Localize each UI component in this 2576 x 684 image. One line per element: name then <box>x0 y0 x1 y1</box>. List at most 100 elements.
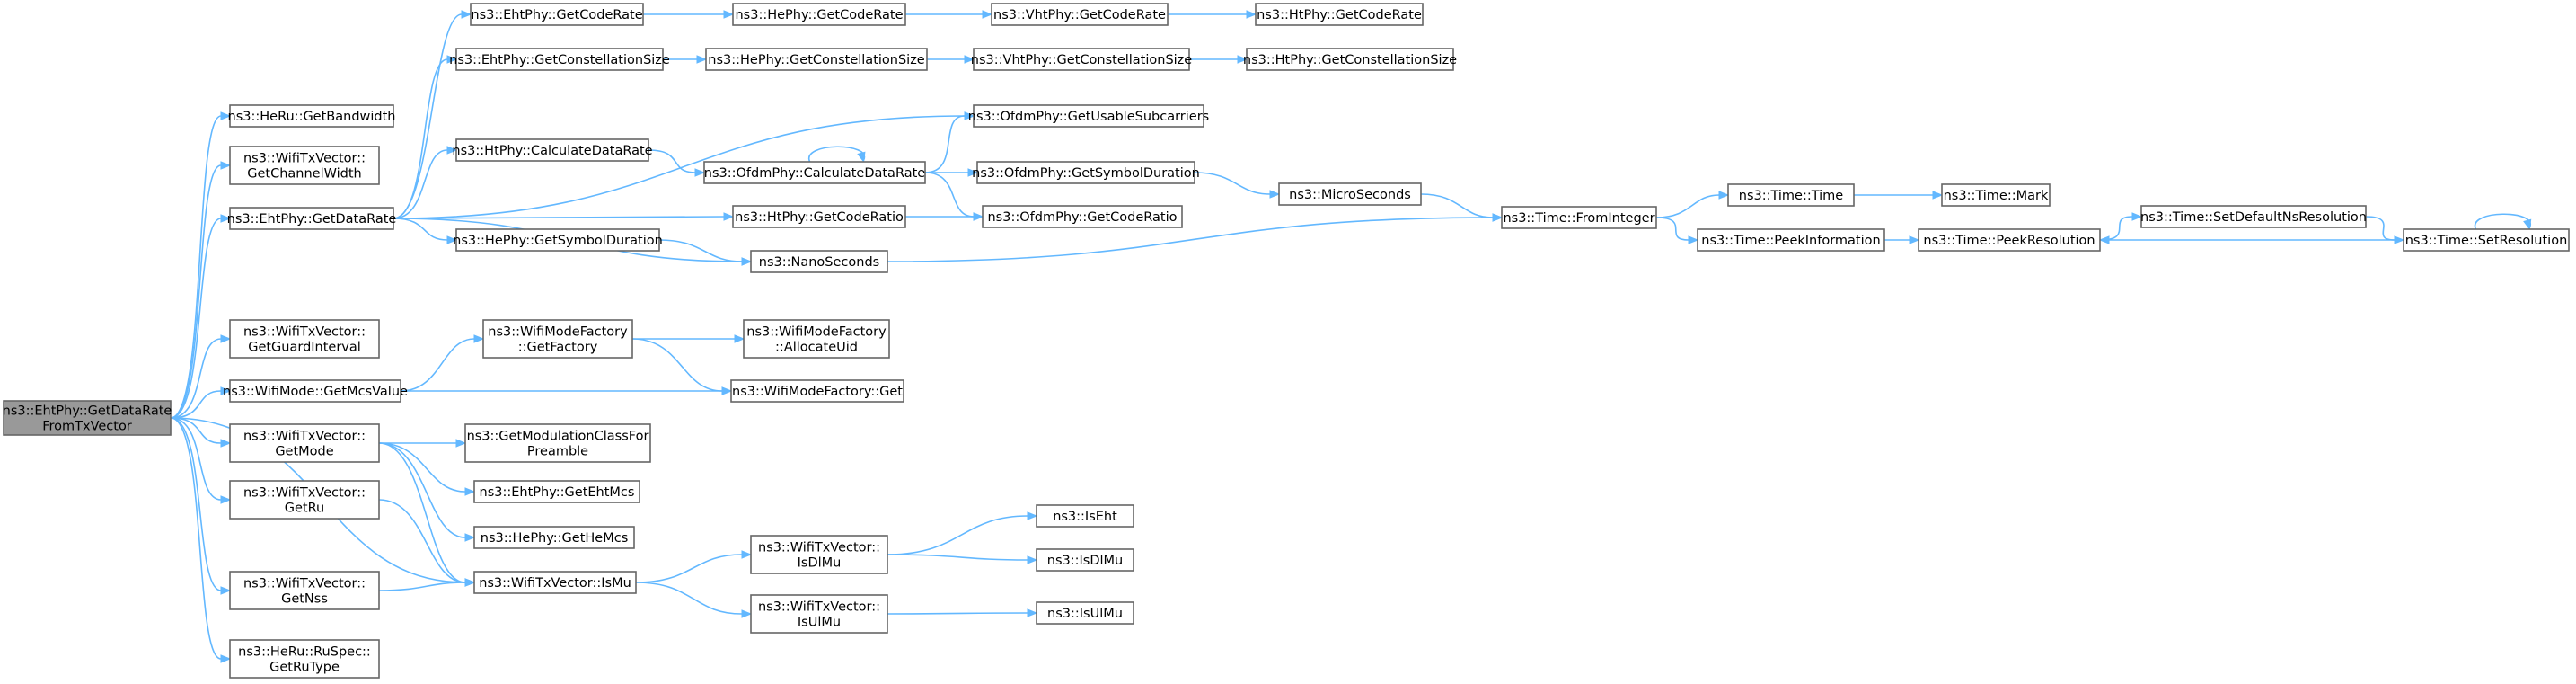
edges-layer <box>170 10 2532 663</box>
node-ns3-ofdmphy-getcoderatio[interactable]: ns3::OfdmPhy::GetCodeRatio <box>982 205 1183 228</box>
arrowhead-icon <box>967 168 979 177</box>
edge-line <box>170 218 222 419</box>
node-ns3-hephy-getconstellationsize[interactable]: ns3::HePhy::GetConstellationSize <box>705 48 928 71</box>
edge-line <box>658 239 743 262</box>
node-ns3-htphy-calculatedatarate[interactable]: ns3::HtPhy::CalculateDataRate <box>452 138 653 162</box>
edge-line <box>393 218 448 241</box>
node-label: ns3::EhtPhy::GetEhtMcs <box>480 485 635 500</box>
edge-line <box>393 58 448 219</box>
edge-line <box>635 554 743 583</box>
node-ns3-ehtphy-getconstellationsize[interactable]: ns3::EhtPhy::GetConstellationSize <box>449 48 670 71</box>
node-ns3-ehtphy-getcoderate[interactable]: ns3::EhtPhy::GetCodeRate <box>470 3 644 26</box>
node-box <box>470 3 644 26</box>
node-label: GetRuType <box>269 661 340 675</box>
node-ns3-ehtphy-getehtmcs[interactable]: ns3::EhtPhy::GetEhtMcs <box>473 480 640 503</box>
node-box <box>743 319 890 359</box>
node-ns3-wifitxvector-getru[interactable]: ns3::WifiTxVector::GetRu <box>229 480 380 520</box>
node-ns3-wifimodefactory-get[interactable]: ns3::WifiModeFactory::Get <box>730 379 904 403</box>
node-box <box>1246 48 1454 71</box>
node-box <box>229 207 394 230</box>
node-label: GetNss <box>281 592 328 607</box>
arrowhead-icon <box>741 257 753 266</box>
edge-root-to-heru_bw <box>170 111 232 419</box>
node-ns3-heru-getbandwidth[interactable]: ns3::HeRu::GetBandwidth <box>228 104 396 128</box>
node-ns3-wifitxvector-getmode[interactable]: ns3::WifiTxVector::GetMode <box>229 423 380 463</box>
node-ns3-hephy-getcoderate[interactable]: ns3::HePhy::GetCodeRate <box>732 3 906 26</box>
node-label: ns3::NanoSeconds <box>759 255 879 270</box>
node-ns3-isdlmu[interactable]: ns3::IsDlMu <box>1036 548 1134 572</box>
node-ns3-htphy-getcoderatio[interactable]: ns3::HtPhy::GetCodeRatio <box>732 205 906 228</box>
node-ns3-ofdmphy-getsymbolduration[interactable]: ns3::OfdmPhy::GetSymbolDuration <box>972 161 1200 184</box>
edge-line <box>170 417 222 591</box>
arrowhead-icon <box>1027 555 1038 564</box>
node-box <box>229 571 380 610</box>
edge-peekres-to-setdef <box>2099 212 2143 241</box>
node-ns3-time-peekinformation[interactable]: ns3::Time::PeekInformation <box>1697 228 1885 252</box>
arrowhead-icon <box>964 111 975 120</box>
node-ns3-wifitxvector-getguardinterval[interactable]: ns3::WifiTxVector::GetGuardInterval <box>229 319 380 359</box>
node-ns3-nanoseconds[interactable]: ns3::NanoSeconds <box>750 250 888 273</box>
edge-tx_ismu-to-tx_isul <box>635 582 753 618</box>
node-ns3-time-frominteger[interactable]: ns3::Time::FromInteger <box>1501 206 1657 229</box>
node-ns3-wifimode-getmcsvalue[interactable]: ns3::WifiMode::GetMcsValue <box>223 379 408 403</box>
node-box <box>229 480 380 520</box>
node-label: ns3::WifiTxVector:: <box>243 486 366 501</box>
node-label: ns3::Time::PeekResolution <box>1923 234 2095 248</box>
node-ns3-ofdmphy-getusablesubcarriers[interactable]: ns3::OfdmPhy::GetUsableSubcarriers <box>968 104 1209 128</box>
edge-root-to-tx_nss <box>170 417 232 595</box>
node-ns3-hephy-gethemcs[interactable]: ns3::HePhy::GetHeMcs <box>473 526 635 549</box>
node-box <box>229 319 380 359</box>
node-label: ns3::IsUlMu <box>1047 607 1123 621</box>
edge-wm_mcs-to-wmf_gf <box>400 334 485 392</box>
node-ns3-heru-ruspec-getrutype[interactable]: ns3::HeRu::RuSpec::GetRuType <box>229 639 380 679</box>
node-ns3-vhtphy-getcoderate[interactable]: ns3::VhtPhy::GetCodeRate <box>991 3 1169 26</box>
arrowhead-icon <box>734 334 745 343</box>
node-ns3-wifitxvector-ismu[interactable]: ns3::WifiTxVector::IsMu <box>473 571 637 594</box>
edge-line <box>378 442 466 583</box>
node-ns3-time-peekresolution[interactable]: ns3::Time::PeekResolution <box>1918 228 2101 252</box>
node-box <box>976 161 1195 184</box>
node-ns3-htphy-getcoderate[interactable]: ns3::HtPhy::GetCodeRate <box>1255 3 1424 26</box>
node-ns3-wifimodefactory-getfactory[interactable]: ns3::WifiModeFactory::GetFactory <box>482 319 633 359</box>
edge-tx_isul-to-isulmu <box>887 608 1038 617</box>
arrowhead-icon <box>464 533 476 542</box>
node-ns3-ehtphy-getdatarate[interactable]: ns3::EhtPhy::GetDataRate <box>227 207 397 230</box>
node-ns3-wifitxvector-isdlmu[interactable]: ns3::WifiTxVector::IsDlMu <box>750 535 888 574</box>
edge-line <box>631 338 723 392</box>
node-box <box>1501 206 1657 229</box>
arrowhead-icon <box>446 55 458 64</box>
edge-line <box>1420 193 1494 218</box>
edge-line <box>635 582 743 615</box>
arrowhead-icon <box>1237 55 1248 64</box>
edge-eht_dr-to-he_sd <box>393 218 458 244</box>
arrowhead-icon <box>473 334 485 343</box>
node-label: ns3::WifiModeFactory::Get <box>732 385 903 399</box>
arrowhead-icon <box>964 55 975 64</box>
edge-line <box>2365 216 2395 241</box>
node-ns3-iseht[interactable]: ns3::IsEht <box>1036 504 1134 528</box>
edge-line <box>393 216 725 219</box>
node-label: ns3::HtPhy::GetCodeRatio <box>735 210 904 225</box>
node-ns3-hephy-getsymbolduration[interactable]: ns3::HePhy::GetSymbolDuration <box>453 228 663 252</box>
node-ns3-ofdmphy-calculatedatarate[interactable]: ns3::OfdmPhy::CalculateDataRate <box>703 161 926 184</box>
node-ns3-wifimodefactory-allocateuid[interactable]: ns3::WifiModeFactory::AllocateUid <box>743 319 890 359</box>
node-box <box>732 3 906 26</box>
node-ns3-wifitxvector-getchannelwidth[interactable]: ns3::WifiTxVector::GetChannelWidth <box>229 146 380 185</box>
node-ns3-isulmu[interactable]: ns3::IsUlMu <box>1036 601 1134 625</box>
node-ns3-time-mark[interactable]: ns3::Time::Mark <box>1941 183 2051 207</box>
node-ns3-wifitxvector-isulmu[interactable]: ns3::WifiTxVector::IsUlMu <box>750 594 888 634</box>
node-ns3-htphy-getconstellationsize[interactable]: ns3::HtPhy::GetConstellationSize <box>1243 48 1457 71</box>
node-ns3-time-setresolution[interactable]: ns3::Time::SetResolution <box>2403 228 2570 252</box>
arrowhead-icon <box>1246 10 1257 19</box>
node-box <box>991 3 1169 26</box>
node-box <box>1036 601 1134 625</box>
node-ns3-time-time[interactable]: ns3::Time::Time <box>1727 183 1855 207</box>
node-ns3-vhtphy-getconstellationsize[interactable]: ns3::VhtPhy::GetConstellationSize <box>971 48 1193 71</box>
node-ns3-time-setdefaultnsresolution[interactable]: ns3::Time::SetDefaultNsResolution <box>2140 205 2367 228</box>
node-ns3-wifitxvector-getnss[interactable]: ns3::WifiTxVector::GetNss <box>229 571 380 610</box>
arrowhead-icon <box>741 550 753 559</box>
node-ns3-microseconds[interactable]: ns3::MicroSeconds <box>1278 182 1422 206</box>
edge-ofdm_cdr-to-ofdm_sd <box>924 168 979 177</box>
